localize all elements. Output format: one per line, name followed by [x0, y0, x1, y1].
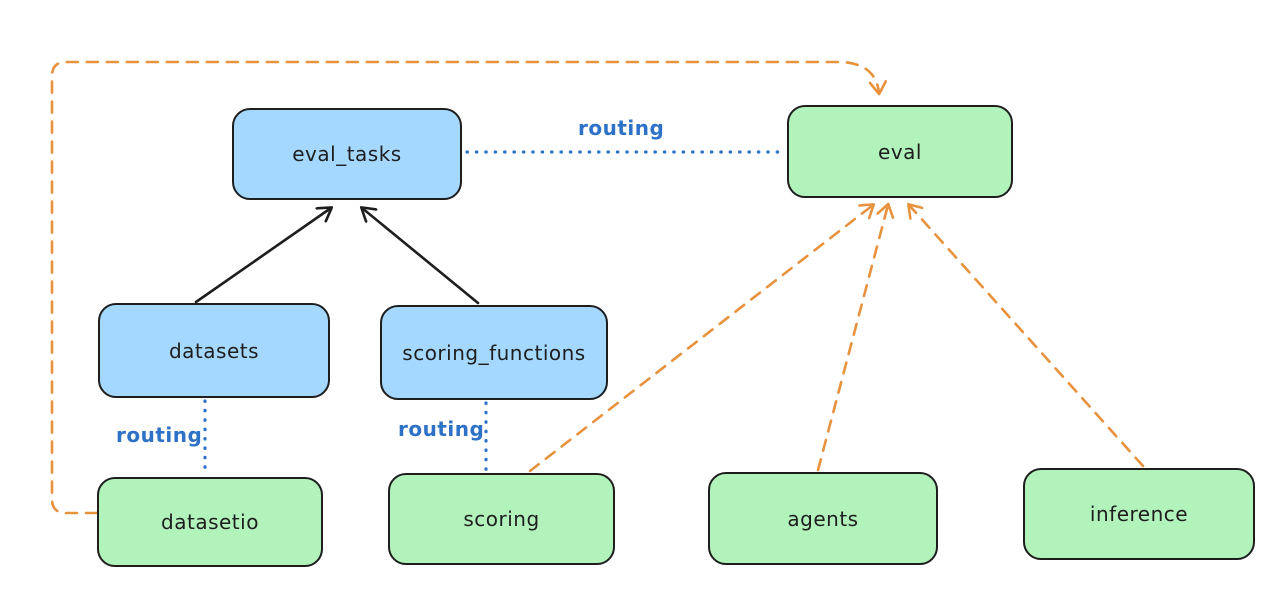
node-datasets: datasets [98, 303, 330, 398]
node-scoring-functions: scoring_functions [380, 305, 608, 400]
edge-inference-to-eval [909, 205, 1145, 468]
node-label: inference [1089, 502, 1189, 526]
node-label: datasets [168, 338, 260, 363]
edge-datasets-to-eval-tasks [194, 208, 331, 304]
node-label: eval_tasks [292, 142, 402, 166]
routing-label-datasets-datasetio: routing [116, 423, 203, 447]
node-label: agents [787, 506, 859, 531]
node-eval: eval [787, 105, 1013, 198]
node-scoring: scoring [388, 473, 615, 565]
node-datasetio: datasetio [97, 477, 323, 567]
node-label: scoring [463, 507, 540, 531]
edge-scoring-to-eval [528, 205, 873, 473]
node-inference: inference [1023, 468, 1255, 560]
edge-datasetio-to-eval [50, 60, 879, 515]
routing-label-eval-tasks-eval: routing [578, 116, 665, 140]
node-label: scoring_functions [402, 340, 586, 365]
node-label: datasetio [161, 510, 259, 534]
node-agents: agents [708, 472, 938, 565]
edge-agents-to-eval [816, 205, 888, 472]
edge-scoring-functions-to-eval-tasks [362, 208, 480, 305]
node-eval-tasks: eval_tasks [232, 108, 462, 200]
node-label: eval [878, 139, 922, 164]
routing-label-scoring-functions-scoring: routing [398, 417, 485, 441]
